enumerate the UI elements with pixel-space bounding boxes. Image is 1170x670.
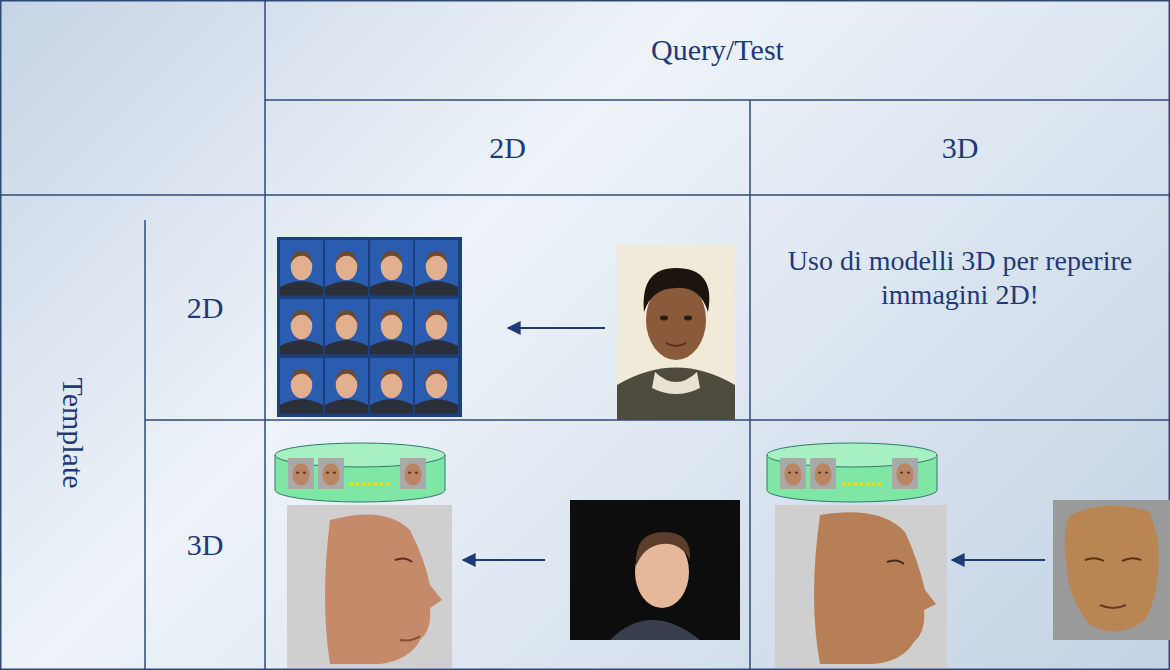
table-cell: 3D: [145, 420, 265, 670]
table-label: 2D: [187, 290, 224, 326]
table-label: Uso di modelli 3D per reperire immagini …: [780, 244, 1140, 311]
table-label: 3D: [187, 527, 224, 563]
table-cell: Uso di modelli 3D per reperire immagini …: [750, 195, 1170, 420]
table-cell: 2D: [265, 100, 750, 195]
table-cell: Template: [0, 195, 145, 670]
table-label: 3D: [942, 130, 979, 166]
table-label: Query/Test: [651, 32, 784, 68]
table-cell: 2D: [145, 195, 265, 420]
table-label: Template: [55, 377, 91, 488]
table-cell: Query/Test: [265, 0, 1170, 100]
table-label: 2D: [489, 130, 526, 166]
table-cell: 3D: [750, 100, 1170, 195]
